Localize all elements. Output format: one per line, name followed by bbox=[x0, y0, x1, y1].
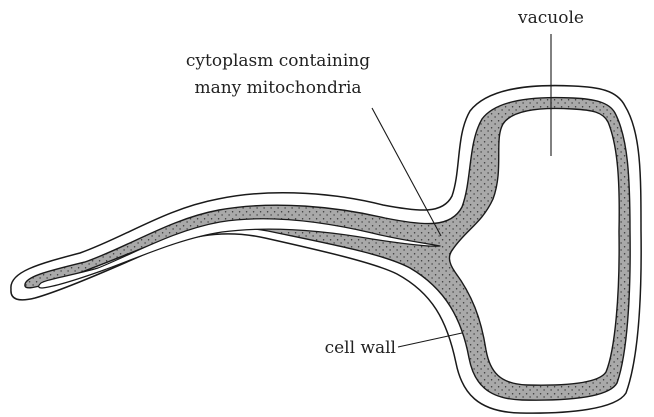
cell-wall-leader-line bbox=[398, 333, 462, 347]
cytoplasm-label-line-2: many mitochondria bbox=[194, 78, 361, 98]
cell-wall-label: cell wall bbox=[325, 338, 396, 358]
vacuole-label: vacuole bbox=[517, 8, 584, 28]
cytoplasm-label-line-1: cytoplasm containing bbox=[186, 51, 370, 71]
